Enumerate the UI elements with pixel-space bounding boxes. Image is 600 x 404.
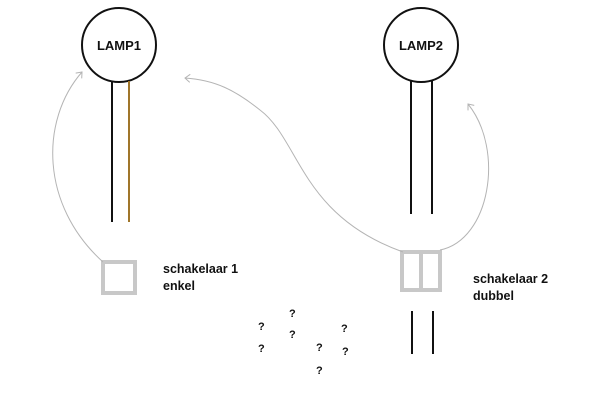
arrow-switch1-to-lamp1 — [52, 71, 104, 263]
lamp-1: LAMP1 — [81, 7, 157, 83]
switch-1-label-line2: enkel — [163, 279, 195, 293]
question-mark: ? — [316, 365, 323, 377]
arrow-switch2-to-lamp2 — [439, 103, 490, 251]
lamp-2-circle — [383, 7, 459, 83]
question-mark: ? — [258, 321, 265, 333]
switch-2-label-line2: dubbel — [473, 289, 514, 303]
switch-2-symbol — [400, 250, 442, 292]
question-mark: ? — [289, 329, 296, 341]
switch-1-label-line1: schakelaar 1 — [163, 262, 238, 276]
lamp-2-label: LAMP2 — [399, 38, 443, 53]
arrow-switch2-to-lamp1 — [184, 73, 404, 253]
question-mark: ? — [316, 342, 323, 354]
lamp-1-label: LAMP1 — [97, 38, 141, 53]
switch-2-label-line1: schakelaar 2 — [473, 272, 548, 286]
switch-1-symbol — [101, 260, 137, 295]
question-mark: ? — [342, 346, 349, 358]
lamp-1-circle — [81, 7, 157, 83]
lamp-2: LAMP2 — [383, 7, 459, 83]
question-mark: ? — [289, 308, 296, 320]
question-mark: ? — [341, 323, 348, 335]
question-mark: ? — [258, 343, 265, 355]
